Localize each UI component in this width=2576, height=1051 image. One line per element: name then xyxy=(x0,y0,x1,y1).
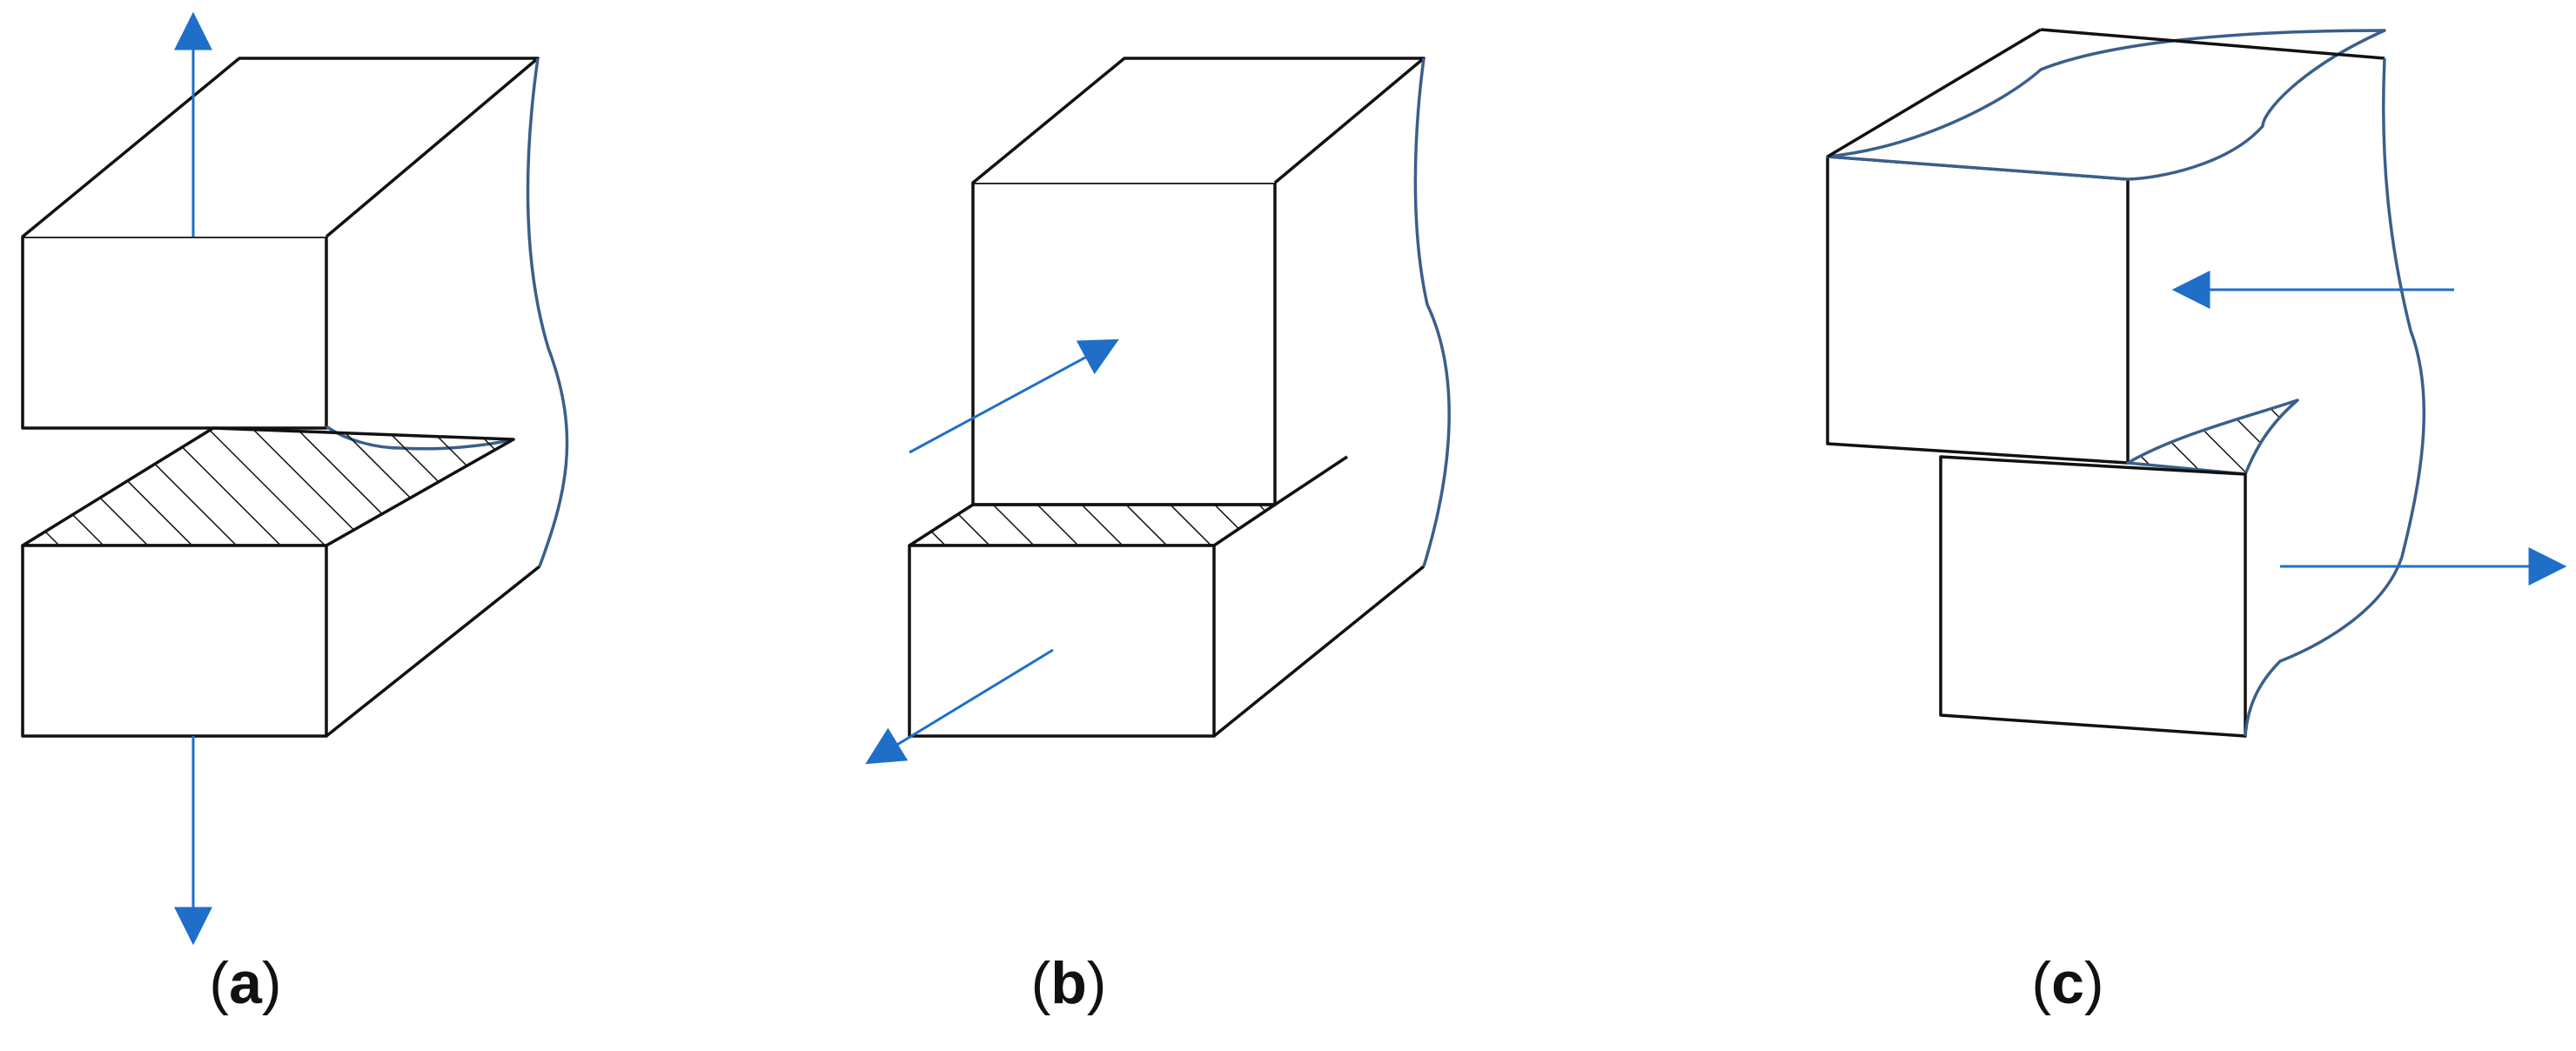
panel-a-lower-block-side xyxy=(325,565,541,738)
caption-open: ( xyxy=(2031,950,2052,1016)
panel-b-crack-front-edge xyxy=(1274,455,1348,506)
panel-a-upper-block-top xyxy=(21,57,540,238)
panel-b-upper-block-front xyxy=(971,181,1277,506)
panel-b-caption: (b) xyxy=(999,948,1138,1018)
panel-c-crack-surface xyxy=(2126,398,2299,476)
caption-open: ( xyxy=(1030,950,1051,1016)
panel-b-arrow-out xyxy=(865,648,1054,765)
panel-c-back-edge xyxy=(2244,57,2426,737)
caption-close: ) xyxy=(261,950,282,1016)
panel-b-crack-surface xyxy=(908,503,1277,547)
panel-c-upper-block-top xyxy=(1826,29,2386,181)
panel-a-back-edge xyxy=(526,57,569,567)
panel-c-upper-block-front xyxy=(1826,155,2130,465)
caption-letter: a xyxy=(229,950,262,1016)
panel-a xyxy=(21,11,569,946)
panel-b-upper-block-top xyxy=(971,57,1426,184)
caption-close: ) xyxy=(1086,950,1107,1016)
panel-a-crack-surface xyxy=(21,426,515,547)
caption-close: ) xyxy=(2083,950,2104,1016)
panel-c-lower-block-front xyxy=(1939,455,2247,738)
panel-c xyxy=(1826,28,2567,738)
panel-b-lower-block-side xyxy=(1212,565,1426,738)
caption-open: ( xyxy=(209,950,230,1016)
caption-letter: c xyxy=(2051,950,2084,1016)
panel-c-upper-top-edge xyxy=(2040,28,2385,60)
panel-a-lower-block-front xyxy=(21,544,328,738)
panel-c-caption: (c) xyxy=(1998,948,2137,1018)
panel-b-lower-block-front xyxy=(908,544,1216,738)
panel-c-upper-top-left-edge xyxy=(1827,28,2042,158)
panel-a-caption: (a) xyxy=(176,948,315,1018)
panel-a-upper-block-front xyxy=(21,235,328,430)
panel-b-arrow-in xyxy=(909,338,1119,454)
caption-letter: b xyxy=(1050,950,1087,1016)
panel-b-back-edge xyxy=(1413,57,1451,567)
panel-b xyxy=(865,57,1451,765)
